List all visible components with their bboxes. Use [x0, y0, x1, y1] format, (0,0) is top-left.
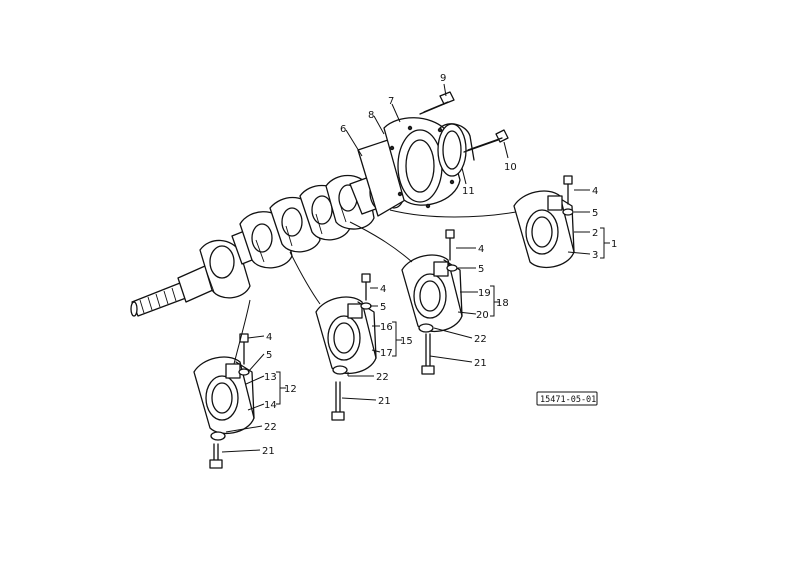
bolt-4-cap12: [238, 333, 250, 376]
crankshaft: [130, 163, 407, 317]
callout-21a: 21: [474, 358, 487, 369]
callout-20: 20: [476, 310, 489, 321]
callout-4b: 4: [478, 244, 484, 255]
callout-16: 16: [380, 322, 393, 333]
reference-code-box: 15471-05-01: [536, 391, 598, 406]
rear-seal-housing: [357, 117, 475, 217]
callout-17: 17: [380, 348, 393, 359]
callout-1: 1: [611, 239, 617, 250]
bearing-cap-12: [193, 356, 255, 435]
callout-5d: 5: [266, 350, 272, 361]
bolt-4-cap18: [445, 229, 458, 272]
callout-22b: 22: [376, 372, 389, 383]
callout-labels: 9 7 8 6 10 11 4 5 2 3 1 4 5 19 20 18 22 …: [262, 73, 617, 457]
bolt-9: [419, 91, 455, 115]
assembly-lines: [233, 209, 517, 365]
callout-7: 7: [388, 96, 394, 107]
callout-15: 15: [400, 336, 413, 347]
bearing-cap-1: [513, 190, 575, 269]
callout-22c: 22: [264, 422, 277, 433]
callout-4d: 4: [266, 332, 272, 343]
bolt-10: [463, 129, 509, 153]
callout-4c: 4: [380, 284, 386, 295]
callout-14: 14: [264, 400, 277, 411]
callout-11: 11: [462, 186, 475, 197]
callout-12: 12: [284, 384, 297, 395]
callout-18: 18: [496, 298, 509, 309]
callout-22a: 22: [474, 334, 487, 345]
bolt-4-cap1: [562, 175, 574, 216]
callout-3: 3: [592, 250, 598, 261]
callout-19: 19: [478, 288, 491, 299]
callout-8: 8: [368, 110, 374, 121]
callout-13: 13: [264, 372, 277, 383]
callout-5c: 5: [380, 302, 386, 313]
reference-code: 15471-05-01: [540, 395, 596, 405]
bolt-4-cap15: [360, 273, 372, 310]
bolt-21-cap18: [418, 323, 435, 375]
callout-2: 2: [592, 228, 598, 239]
bolt-21-cap15: [331, 365, 348, 421]
leaders: [221, 83, 610, 453]
callout-21b: 21: [378, 396, 391, 407]
bolt-21-cap12: [209, 431, 226, 469]
callout-6: 6: [340, 124, 346, 135]
callout-10: 10: [504, 162, 517, 173]
callout-9: 9: [440, 73, 446, 84]
callout-5b: 5: [478, 264, 484, 275]
callout-21c: 21: [262, 446, 275, 457]
callout-4a: 4: [592, 186, 598, 197]
callout-5a: 5: [592, 208, 598, 219]
bearing-cap-15: [315, 296, 377, 375]
